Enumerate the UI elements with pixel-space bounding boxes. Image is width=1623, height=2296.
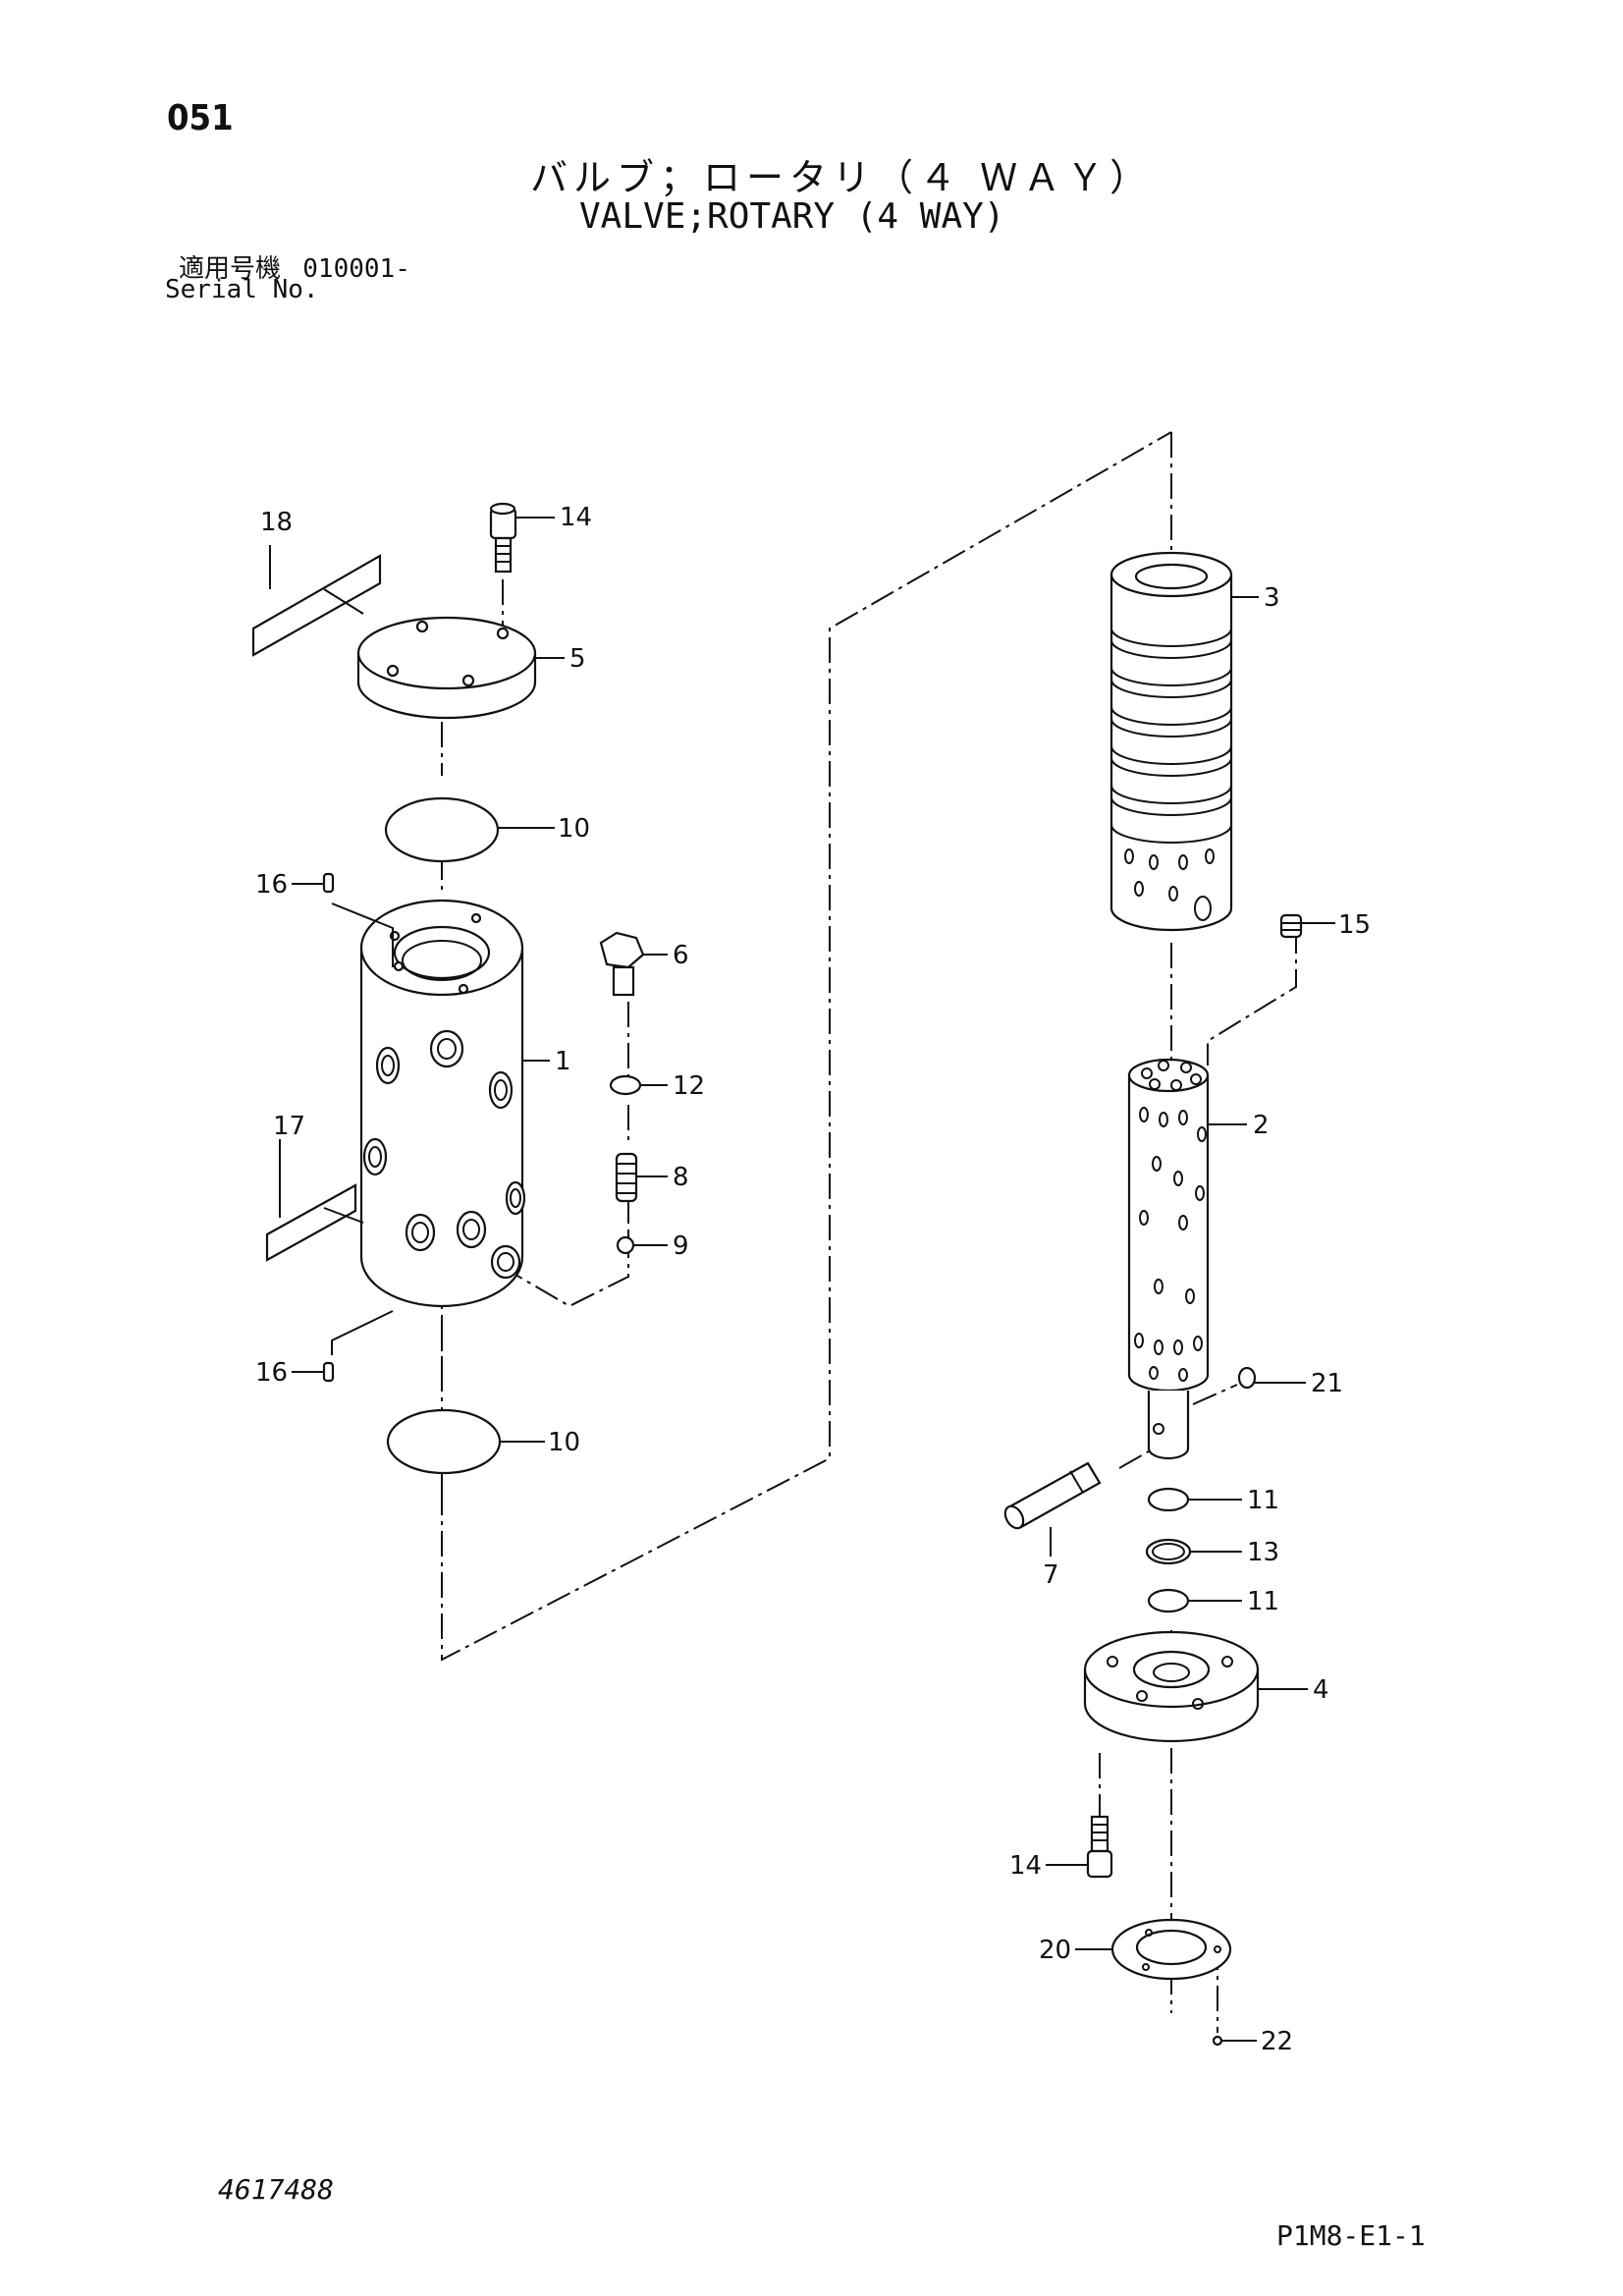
part-10-o-ring-bottom <box>386 1408 545 1475</box>
callout-14-bottom: 14 <box>1009 1851 1042 1881</box>
callout-3: 3 <box>1264 583 1280 613</box>
part-12-o-ring <box>609 1074 668 1096</box>
part-3-sleeve <box>1109 551 1259 932</box>
page-number: 051 <box>167 98 234 138</box>
part-18-name-plate <box>251 545 382 657</box>
part-13-backup-ring <box>1145 1538 1242 1565</box>
callout-2: 2 <box>1253 1111 1270 1140</box>
part-1-body <box>359 899 550 1308</box>
callout-11-lower: 11 <box>1247 1587 1279 1616</box>
callout-6: 6 <box>673 941 689 970</box>
page-code: P1M8-E1-1 <box>1276 2219 1426 2252</box>
callout-15: 15 <box>1338 910 1371 940</box>
callout-14-top: 14 <box>560 503 592 532</box>
document-number: 4617488 <box>218 2173 335 2206</box>
callout-21: 21 <box>1311 1369 1343 1398</box>
callout-10-top: 10 <box>558 814 590 844</box>
callout-16-bottom: 16 <box>255 1358 288 1388</box>
part-21-retainer <box>1237 1366 1306 1390</box>
callout-10-bottom: 10 <box>548 1428 580 1457</box>
part-7-pin <box>1003 1461 1102 1557</box>
callout-1: 1 <box>555 1047 571 1076</box>
callout-5: 5 <box>569 644 586 674</box>
callout-20: 20 <box>1039 1936 1071 1965</box>
serial-range: 010001- <box>302 254 410 284</box>
callout-11-upper: 11 <box>1247 1486 1279 1515</box>
callout-7: 7 <box>1043 1560 1059 1590</box>
callout-12: 12 <box>673 1071 705 1101</box>
serial-label-jp-row: 適用号機 010001- <box>179 248 410 285</box>
part-2-stem <box>1127 1058 1247 1460</box>
part-4-flange <box>1083 1630 1308 1743</box>
part-11-o-ring-upper <box>1147 1487 1242 1512</box>
title-english: VALVE;ROTARY (4 WAY) <box>579 196 1005 237</box>
callout-22: 22 <box>1261 2027 1293 2056</box>
part-22-rivet <box>1212 2035 1257 2047</box>
part-16-pins <box>292 872 394 1383</box>
part-20-plate <box>1075 1918 1232 1981</box>
part-8-spring <box>615 1152 668 1203</box>
part-6-plug <box>599 931 668 997</box>
part-17-name-plate <box>265 1139 364 1262</box>
title-japanese: バルブ；ロータリ（４ ＷＡＹ） <box>530 156 1154 199</box>
part-5-cover <box>356 616 565 720</box>
serial-label-en: Serial No. <box>165 275 319 304</box>
part-10-o-ring-top <box>384 796 555 863</box>
callout-17: 17 <box>273 1112 305 1141</box>
callout-9: 9 <box>673 1231 689 1261</box>
part-9-ball <box>616 1235 668 1255</box>
callout-16-top: 16 <box>255 870 288 900</box>
part-14-bolt-top <box>489 502 555 629</box>
part-14-bolt-bottom <box>1046 1815 1113 1879</box>
serial-label-jp: 適用号機 <box>179 254 282 284</box>
callout-18: 18 <box>260 508 293 537</box>
sleeve-grooves <box>1110 628 1232 844</box>
callout-13: 13 <box>1247 1538 1279 1567</box>
callout-8: 8 <box>673 1163 689 1192</box>
part-11-o-ring-lower <box>1147 1588 1242 1613</box>
callout-4: 4 <box>1313 1675 1329 1705</box>
part-15-set-screw <box>1279 913 1335 939</box>
callout-labels: 18 14 5 10 16 6 1 12 17 8 9 16 10 3 15 2… <box>255 503 1371 2056</box>
